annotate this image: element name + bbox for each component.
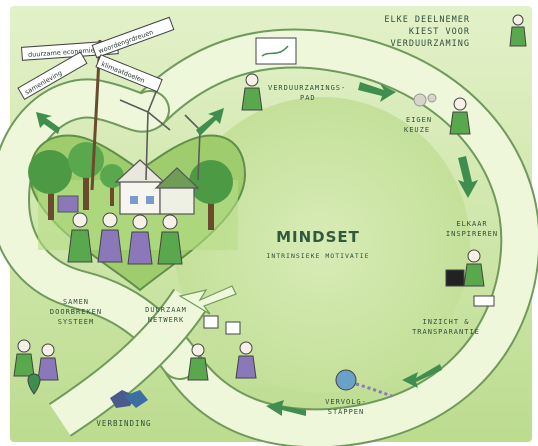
loop-center — [174, 97, 470, 393]
step-choice-label-2: KEUZE — [404, 126, 430, 134]
header-note-line-2: KIEST VOOR — [409, 27, 470, 37]
step-insight-label-2: TRANSPARANTIE — [412, 328, 480, 336]
entry-arrow — [178, 285, 237, 315]
step-insight-label-1: INZICHT & — [423, 318, 470, 326]
houses — [57, 159, 200, 215]
step-system-label-1: SAMEN — [63, 298, 89, 306]
step-path-label-1: VERDUURZAMINGS- — [268, 84, 346, 92]
step-figures — [13, 14, 527, 398]
step-network-label-1: DUURZAAM — [145, 306, 187, 314]
connection-label: VERBINDING — [96, 419, 151, 428]
step-next-label-2: STAPPEN — [328, 408, 365, 416]
center-title: MINDSET — [276, 228, 360, 246]
step-system-label-3: SYSTEEM — [58, 318, 95, 326]
step-inspire-label-2: INSPIREREN — [446, 230, 498, 238]
handshake-icon — [110, 390, 148, 408]
step-next-label-1: VERVOLG- — [325, 398, 367, 406]
center-subtitle: INTRINSIEKE MOTIVATIE — [266, 252, 369, 260]
header-note-line-1: ELKE DEELNEMER — [384, 15, 470, 25]
people-group — [67, 212, 183, 265]
step-network-label-2: NETWERK — [148, 316, 185, 324]
flow-arrows — [36, 82, 478, 416]
step-path-label-2: PAD — [300, 94, 316, 102]
step-choice-label-1: EIGEN — [406, 116, 432, 124]
header-note-line-3: VERDUURZAMING — [390, 39, 470, 49]
step-inspire-label-1: ELKAAR — [456, 220, 487, 228]
step-system-label-2: DOORBREKEN — [50, 308, 102, 316]
